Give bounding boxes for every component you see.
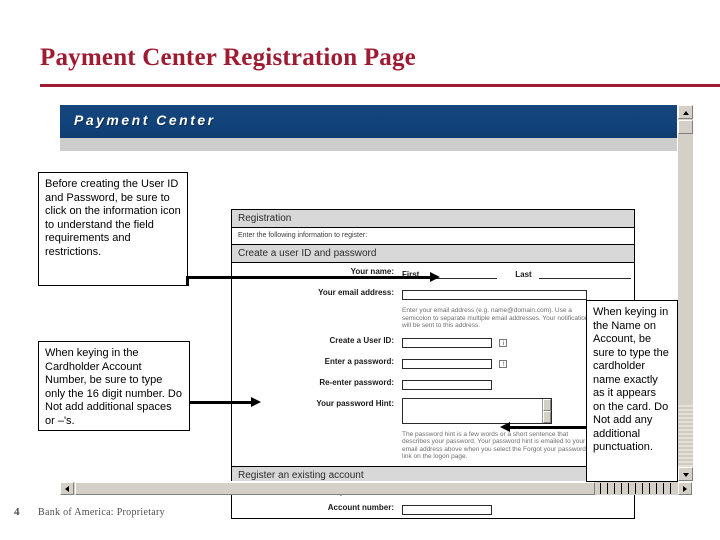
payment-center-brand: Payment Center (74, 112, 216, 128)
triangle-down-icon (683, 473, 689, 477)
slide-number: 4 (14, 506, 20, 518)
first-name-label: First (402, 270, 420, 280)
payment-center-header-bar: Payment Center (60, 105, 677, 138)
textarea-scrollbar[interactable] (542, 398, 551, 423)
resize-grip-icon (600, 483, 674, 494)
arrow-2-head (251, 397, 261, 407)
vertical-scroll-thumb[interactable] (678, 120, 693, 134)
last-name-input[interactable] (539, 269, 632, 279)
account-number-label: Account number: (327, 502, 394, 512)
row-email: Your email address: Enter your email add… (232, 284, 634, 332)
account-number-input[interactable] (402, 504, 492, 515)
row-your-name: Your name: First Last (232, 263, 634, 284)
vertical-scroll-track[interactable] (678, 405, 693, 467)
arrow-2-line (189, 401, 253, 404)
browser-horizontal-scrollbar[interactable] (60, 481, 692, 495)
callout-user-id: Before creating the User ID and Password… (38, 172, 188, 286)
row-password-hint: Your password Hint: The password hint is… (232, 395, 634, 463)
last-name-label: Last (515, 270, 532, 280)
row-user-id: Create a User ID: i (232, 332, 634, 353)
create-account-section-heading: Create a user ID and password (232, 245, 634, 263)
arrow-3-line (510, 426, 586, 429)
title-divider (40, 84, 720, 87)
scroll-right-button[interactable] (678, 482, 692, 495)
registration-note: Enter the following information to regis… (232, 228, 634, 245)
browser-vertical-scrollbar[interactable] (677, 105, 693, 481)
arrow-1-stub (186, 276, 189, 286)
header-subbar (60, 138, 677, 152)
arrow-1-line (186, 276, 432, 279)
info-icon[interactable]: i (499, 339, 508, 348)
textarea-scroll-up[interactable] (543, 398, 551, 411)
info-icon-password[interactable]: ! (499, 360, 508, 369)
horizontal-scroll-thumb[interactable] (75, 482, 595, 495)
row-account-number: Account number: (232, 499, 634, 519)
textarea-scroll-down[interactable] (543, 410, 551, 423)
reenter-password-label: Re-enter password: (319, 377, 394, 387)
password-hint-help-text: The password hint is a few words or a sh… (402, 430, 586, 461)
your-name-label: Your name: (350, 267, 394, 276)
arrow-3-head (500, 422, 510, 432)
user-id-input[interactable] (402, 337, 492, 348)
password-hint-textarea[interactable] (402, 397, 552, 424)
registration-heading: Registration (232, 210, 634, 228)
arrow-1-head (430, 272, 440, 282)
scroll-up-button[interactable] (678, 105, 693, 119)
password-input[interactable] (402, 358, 492, 369)
scroll-down-button[interactable] (678, 467, 693, 481)
triangle-left-icon (65, 486, 69, 492)
row-reenter-password: Re-enter password: (232, 374, 634, 395)
triangle-up-icon (683, 111, 689, 115)
email-label: Your email address: (318, 288, 394, 297)
triangle-right-icon (683, 486, 687, 492)
row-password: Enter a password: ! (232, 353, 634, 374)
email-input[interactable] (402, 290, 587, 300)
reenter-password-input[interactable] (402, 379, 492, 390)
footer-text: Bank of America: Proprietary (38, 507, 165, 518)
page-title: Payment Center Registration Page (40, 44, 416, 71)
password-label: Enter a password: (324, 356, 394, 366)
registration-form: Registration Enter the following informa… (231, 209, 635, 519)
scroll-left-button[interactable] (60, 482, 74, 495)
user-id-label: Create a User ID: (329, 335, 394, 345)
first-name-input[interactable] (426, 269, 497, 279)
email-help-text: Enter your email address (e.g. name@doma… (402, 307, 592, 329)
callout-account-number: When keying in the Cardholder Account Nu… (38, 341, 190, 431)
password-hint-label: Your password Hint: (316, 398, 394, 408)
callout-name-on-account: When keying in the Name on Account, be s… (586, 300, 678, 482)
